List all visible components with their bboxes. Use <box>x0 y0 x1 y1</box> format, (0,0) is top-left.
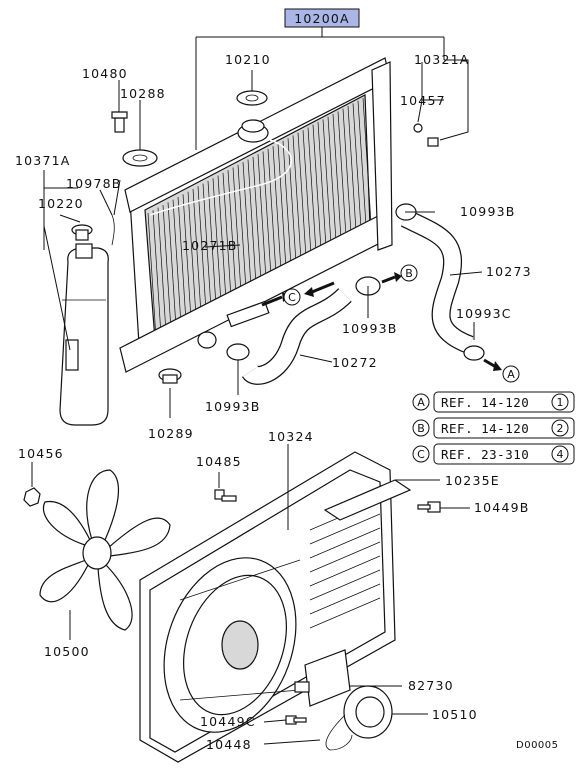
diagram-code: D00005 <box>516 740 559 751</box>
svg-text:4: 4 <box>557 448 564 461</box>
callout-circle-c: C <box>283 288 301 306</box>
svg-text:C: C <box>288 291 296 304</box>
reference-row-a: A REF. 14-120 1 <box>412 391 575 413</box>
label-10271b: 10271B <box>182 238 238 253</box>
reference-table: A REF. 14-120 1 B REF. 14-120 2 C REF. 2… <box>412 391 575 465</box>
assembly-label: 10200A <box>294 11 350 26</box>
drain-cock-10289 <box>158 368 182 384</box>
label-10324: 10324 <box>268 429 314 444</box>
label-10321a: 10321A <box>414 52 470 67</box>
label-10457: 10457 <box>400 93 446 108</box>
svg-text:1: 1 <box>557 396 564 409</box>
label-10456: 10456 <box>18 446 64 461</box>
label-10448: 10448 <box>206 737 252 752</box>
bolt-10485 <box>214 489 237 502</box>
label-10220: 10220 <box>38 196 84 211</box>
svg-text:REF. 14-120: REF. 14-120 <box>441 421 529 436</box>
radiator-cap <box>236 90 268 106</box>
svg-text:REF. 14-120: REF. 14-120 <box>441 395 529 410</box>
label-10449c: 10449C <box>200 714 256 729</box>
svg-text:2: 2 <box>557 422 564 435</box>
label-10485: 10485 <box>196 454 242 469</box>
fan-resistor <box>294 649 351 707</box>
label-82730: 82730 <box>408 678 454 693</box>
label-10993c: 10993C <box>456 306 512 321</box>
label-10480: 10480 <box>82 66 128 81</box>
svg-text:A: A <box>507 368 515 381</box>
label-10978b: 10978B <box>66 176 122 191</box>
overflow-tube <box>111 214 115 246</box>
callout-circle-a: A <box>502 365 520 383</box>
radiator-core <box>119 57 393 373</box>
bolt-10449C <box>285 715 307 725</box>
svg-text:A: A <box>417 396 425 409</box>
assembly-bracket <box>195 27 445 150</box>
hose-clamp-low <box>226 343 250 361</box>
fan-motor <box>325 685 393 751</box>
bracket-10235E <box>323 479 412 521</box>
upper-hose <box>400 209 474 354</box>
label-10273: 10273 <box>486 264 532 279</box>
label-10371a: 10371A <box>15 153 71 168</box>
svg-text:C: C <box>417 448 425 461</box>
svg-text:B: B <box>405 267 413 280</box>
nut-10456 <box>23 487 41 507</box>
reference-row-c: C REF. 23-310 4 <box>412 443 575 465</box>
hose-clamp-10993C <box>463 345 485 361</box>
label-10500: 10500 <box>44 644 90 659</box>
label-10993b-mid: 10993B <box>342 321 398 336</box>
label-10993b-low: 10993B <box>205 399 261 414</box>
reserve-tank <box>59 243 109 426</box>
drain-plug <box>111 111 158 167</box>
fan-shroud <box>139 451 396 763</box>
label-10288: 10288 <box>120 86 166 101</box>
label-10272: 10272 <box>332 355 378 370</box>
svg-text:REF. 23-310: REF. 23-310 <box>441 447 529 462</box>
label-10510: 10510 <box>432 707 478 722</box>
bolt-10449B <box>417 501 441 513</box>
mount-bolts-10457 <box>413 123 439 147</box>
svg-text:B: B <box>417 422 425 435</box>
callout-circle-b: B <box>400 264 418 282</box>
label-10289: 10289 <box>148 426 194 441</box>
label-10449b: 10449B <box>474 500 530 515</box>
cooling-fan <box>39 469 171 631</box>
reference-row-b: B REF. 14-120 2 <box>412 417 575 439</box>
label-10993b-top: 10993B <box>460 204 516 219</box>
label-10235e: 10235E <box>445 473 500 488</box>
label-10210: 10210 <box>225 52 271 67</box>
lower-hose <box>241 287 352 385</box>
reserve-tank-cap <box>71 224 93 241</box>
